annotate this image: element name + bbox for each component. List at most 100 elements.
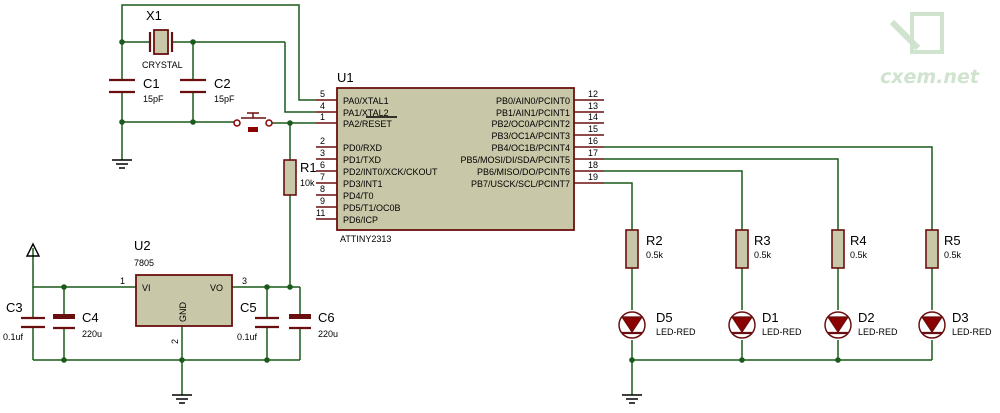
- ground-icon: [112, 159, 132, 169]
- pin-label: PD2/INT0/XCK/CKOUT: [343, 167, 438, 177]
- pin-number: 12: [588, 89, 598, 99]
- capacitor-c2: C2 15pF: [180, 76, 235, 104]
- pin-label: PB5/MOSI/DI/SDA/PCINT5: [460, 155, 570, 165]
- pin-label: PB1/AIN1/PCINT1: [496, 108, 570, 118]
- pin-label: PB4/OC1B/PCINT4: [491, 143, 570, 153]
- resistor-r5: R5 0.5k: [925, 229, 962, 269]
- resistor-r4: R4 0.5k: [831, 229, 868, 269]
- c6-value: 220u: [318, 329, 338, 339]
- regulator-u2: U2 7805 VI VO GND 1 3 2: [120, 238, 247, 344]
- mcu-body: [336, 87, 575, 231]
- pin-label: PB0/AIN0/PCINT0: [496, 96, 570, 106]
- pin-number: 2: [320, 136, 325, 146]
- pin-label: PB3/OC1A/PCINT3: [491, 131, 570, 141]
- pin-number: 14: [588, 112, 598, 122]
- pin-label: PB6/MISO/DO/PCINT6: [477, 167, 570, 177]
- regulator-ref: U2: [134, 238, 151, 253]
- resistor-r2: R2 0.5k: [625, 229, 664, 269]
- c5-ref: C5: [240, 300, 257, 315]
- pin-label: PD3/INT1: [343, 179, 383, 189]
- c1-ref: C1: [143, 76, 160, 91]
- c2-value: 15pF: [214, 94, 235, 104]
- pin-number: 7: [320, 172, 325, 182]
- d1-ref: D1: [762, 310, 779, 325]
- reset-button: [228, 112, 273, 132]
- crystal-x1: X1 CRYSTAL: [142, 8, 183, 70]
- d5-value: LED-RED: [656, 327, 696, 337]
- d5-ref: D5: [656, 310, 673, 325]
- r2-value: 0.5k: [646, 250, 664, 260]
- pin-number: 1: [320, 112, 325, 122]
- regulator-gnd-label: GND: [178, 302, 188, 323]
- led-d3: D3 LED-RED: [918, 310, 992, 339]
- led-icon: [730, 316, 754, 334]
- r5-ref: R5: [944, 233, 961, 248]
- c4-value: 220u: [82, 329, 102, 339]
- regulator-vo-label: VO: [210, 283, 223, 293]
- r4-value: 0.5k: [850, 250, 868, 260]
- led-d5: D5 LED-RED: [618, 310, 696, 339]
- c1-value: 15pF: [143, 94, 164, 104]
- resistor-r3: R3 0.5k: [735, 229, 772, 269]
- junctions: [61, 39, 841, 363]
- led-icon: [620, 316, 644, 334]
- capacitor-c4: C4 220u: [53, 310, 102, 339]
- r2-ref: R2: [646, 233, 663, 248]
- pin-number: 15: [588, 124, 598, 134]
- r5-value: 0.5k: [944, 250, 962, 260]
- r3-value: 0.5k: [754, 250, 772, 260]
- wires: [32, 4, 933, 395]
- d3-value: LED-RED: [952, 327, 992, 337]
- pin-number: 8: [320, 184, 325, 194]
- pin-number: 4: [320, 101, 325, 111]
- pin-number: 9: [320, 196, 325, 206]
- r1-ref: R1: [300, 160, 317, 175]
- ground-symbols: [112, 159, 642, 404]
- pin-label: PD6/ICP: [343, 215, 378, 225]
- pin-number: 3: [320, 148, 325, 158]
- switch-contact-icon: [265, 119, 273, 127]
- pin-label: PB2/OC0A/PCINT2: [491, 119, 570, 129]
- regulator-body: [135, 274, 233, 327]
- regulator-vi-label: VI: [142, 283, 151, 293]
- regulator-pin-in: 1: [120, 276, 125, 286]
- pin-label: PA1/XTAL2: [343, 108, 389, 118]
- pin-number: 11: [316, 208, 325, 218]
- pin-label: PA2/RESET: [343, 119, 392, 129]
- d2-ref: D2: [858, 310, 875, 325]
- c6-ref: C6: [318, 310, 335, 325]
- pin-label: PA0/XTAL1: [343, 96, 389, 106]
- c5-value: 0.1uf: [237, 332, 258, 342]
- d3-ref: D3: [952, 310, 969, 325]
- resistor-r1: R1 10k: [283, 159, 317, 196]
- ground-icon: [172, 394, 192, 404]
- power-terminal-icon: [25, 242, 41, 257]
- c2-ref: C2: [214, 76, 231, 91]
- capacitor-c5: C5 0.1uf: [237, 300, 279, 342]
- pin-number: 17: [588, 148, 598, 158]
- watermark-text: cxem.net: [880, 66, 980, 88]
- pin-number: 6: [320, 160, 325, 170]
- mcu-value: ATTINY2313: [340, 234, 391, 244]
- capacitor-c1: C1 15pF: [109, 76, 164, 104]
- pin-label: PD4/T0: [343, 191, 374, 201]
- d1-value: LED-RED: [762, 327, 802, 337]
